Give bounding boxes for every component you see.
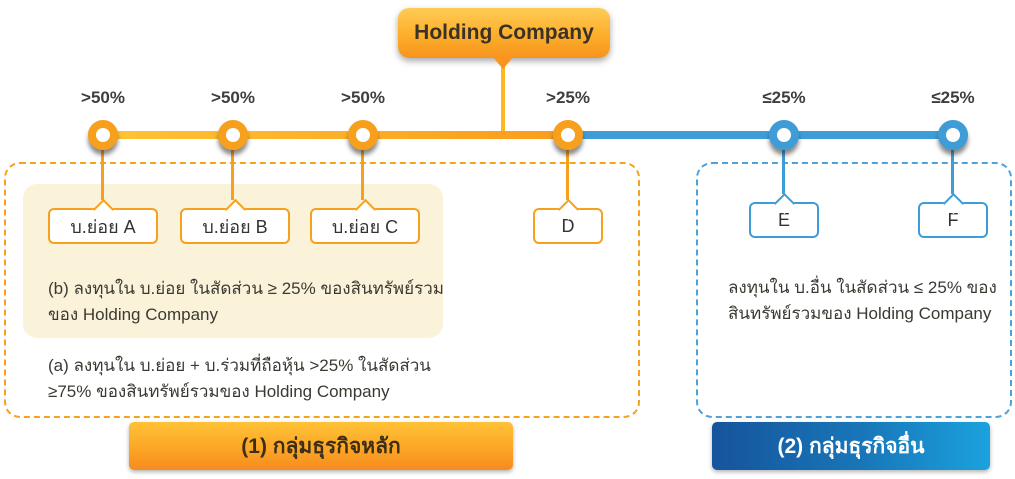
connector-line (782, 148, 785, 194)
company-e-box: E (749, 202, 819, 238)
note-a-text: (a) ลงทุนใน บ.ย่อย + บ.ร่วมที่ถือหุ้น >2… (48, 356, 431, 402)
other-group-note-text: ลงทุนใน บ.อื่น ในสัดส่วน ≤ 25% ของสินทรั… (728, 278, 997, 324)
ownership-percentage-label: >50% (341, 88, 385, 107)
timeline-node (88, 120, 118, 150)
ownership-percentage-label: >25% (546, 88, 590, 107)
company-d-box: D (533, 208, 603, 244)
note-b-text: (b) ลงทุนใน บ.ย่อย ในสัดส่วน ≥ 25% ของสิ… (48, 279, 444, 325)
ownership-percentage-label: >50% (211, 88, 255, 107)
subsidiary-a-label: บ.ย่อย A (70, 216, 136, 237)
subsidiary-c-label: บ.ย่อย C (331, 216, 399, 237)
timeline-node (769, 120, 799, 150)
timeline-node (553, 120, 583, 150)
holding-company-title: Holding Company (414, 21, 594, 44)
other-business-group-footer-label: (2) กลุ่มธุรกิจอื่น (777, 434, 925, 458)
connector-line (951, 148, 954, 194)
company-d-label: D (561, 215, 575, 236)
holding-company-connector-line (501, 60, 505, 133)
ownership-percentage-label: >50% (81, 88, 125, 107)
subsidiary-c-box: บ.ย่อย C (310, 208, 420, 244)
subsidiary-a-box: บ.ย่อย A (48, 208, 158, 244)
subsidiary-b-label: บ.ย่อย B (202, 216, 268, 237)
timeline-node (938, 120, 968, 150)
ownership-percentage-label: ≤25% (931, 88, 975, 107)
connector-line (566, 148, 569, 200)
ownership-line-blue (568, 131, 957, 139)
other-business-group-footer: (2) กลุ่มธุรกิจอื่น (712, 422, 990, 470)
holding-company-label: Holding Company (398, 8, 610, 58)
timeline-node (218, 120, 248, 150)
main-business-group-footer: (1) กลุ่มธุรกิจหลัก (129, 422, 513, 470)
subsidiary-b-box: บ.ย่อย B (180, 208, 290, 244)
timeline-node (348, 120, 378, 150)
company-f-label: F (947, 209, 959, 230)
ownership-line-orange (99, 131, 568, 139)
connector-line (101, 148, 104, 200)
company-e-label: E (777, 209, 790, 230)
company-f-box: F (918, 202, 988, 238)
connector-line (361, 148, 364, 200)
ownership-percentage-label: ≤25% (762, 88, 806, 107)
main-business-group-footer-label: (1) กลุ่มธุรกิจหลัก (241, 434, 401, 458)
connector-line (231, 148, 234, 200)
holding-company-pointer (492, 56, 514, 69)
